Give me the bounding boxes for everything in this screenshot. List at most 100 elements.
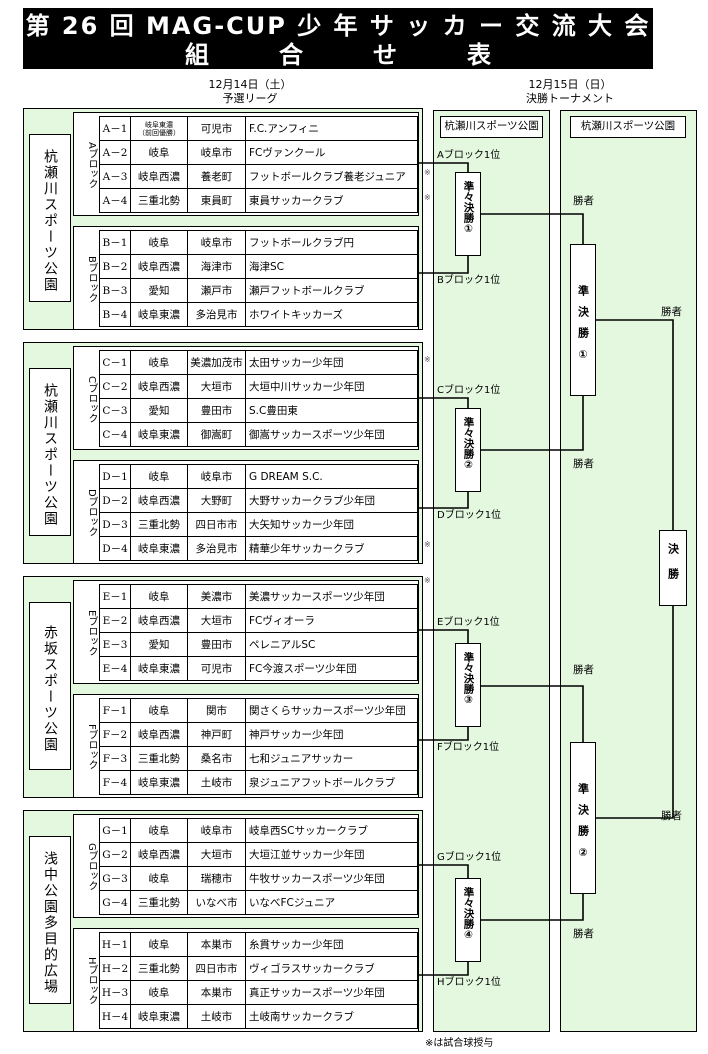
winner-label: 勝者 bbox=[573, 664, 594, 676]
winner-label: 勝者 bbox=[573, 928, 594, 940]
block-name: Cブロック bbox=[86, 375, 97, 423]
city: 関市 bbox=[187, 698, 246, 723]
block-name: Dブロック bbox=[86, 489, 97, 537]
bracket-line bbox=[418, 727, 469, 741]
prefecture: 岐阜東濃 bbox=[130, 770, 188, 795]
quarterfinal-box: 準々決勝④ bbox=[455, 878, 481, 962]
venue-label: 赤坂スポーツ公園 bbox=[29, 602, 71, 770]
day2-label: 決勝トーナメント bbox=[526, 92, 614, 105]
footnote: ※は試合球授与 bbox=[425, 1038, 494, 1049]
city: 四日市市 bbox=[187, 956, 246, 981]
prefecture: 三重北勢 bbox=[130, 956, 188, 981]
team-name: 泉ジュニアフットボールクラブ bbox=[245, 770, 418, 795]
bracket-line bbox=[481, 894, 584, 921]
block-name: Eブロック bbox=[86, 609, 97, 657]
team-name: 精華少年サッカークラブ bbox=[245, 536, 418, 561]
quarterfinal-label: 準々決勝③ bbox=[462, 652, 475, 706]
bracket-line bbox=[418, 864, 469, 878]
team-id: A－4 bbox=[99, 188, 131, 213]
prefecture: 岐阜 bbox=[130, 464, 188, 489]
quarterfinal-label: 準々決勝① bbox=[462, 181, 475, 235]
city: 大野町 bbox=[187, 488, 246, 513]
team-name: 関さくらサッカースポーツ少年団 bbox=[245, 698, 418, 723]
col1-header: 杭瀬川スポーツ公園 bbox=[440, 116, 543, 138]
col2-header: 杭瀬川スポーツ公園 bbox=[570, 116, 686, 138]
team-name: F.C.アンフィニ bbox=[245, 116, 418, 141]
bracket-line bbox=[418, 629, 469, 643]
bracket-line bbox=[418, 162, 469, 172]
team-id: B－2 bbox=[99, 254, 131, 279]
block-winner-label: Gブロック1位 bbox=[437, 852, 502, 863]
team-name: 神戸サッカー少年団 bbox=[245, 722, 418, 747]
block-winner-label: Hブロック1位 bbox=[437, 977, 501, 988]
city: 岐阜市 bbox=[187, 140, 246, 165]
title-line1: 第 26 回 MAG-CUP 少 年 サ ッ カ ー 交 流 大 会 bbox=[25, 12, 651, 40]
city: 御嵩町 bbox=[187, 422, 246, 447]
block-name: Gブロック bbox=[86, 843, 97, 891]
city: 多治見市 bbox=[187, 536, 246, 561]
team-id: F－1 bbox=[99, 698, 131, 723]
day2-date: 12月15日（日） bbox=[528, 78, 612, 91]
winner-label: 勝者 bbox=[573, 195, 594, 207]
day1-label: 予選リーグ bbox=[222, 92, 278, 105]
quarterfinal-box: 準々決勝① bbox=[455, 172, 481, 256]
prefecture: 岐阜 bbox=[130, 818, 188, 843]
team-name: 七和ジュニアサッカー bbox=[245, 746, 418, 771]
team-id: H－1 bbox=[99, 932, 131, 957]
final-box: 決勝 bbox=[659, 530, 687, 606]
prefecture: 岐阜東濃 bbox=[130, 656, 188, 681]
prefecture: 岐阜西濃 bbox=[130, 842, 188, 867]
city: 可児市 bbox=[187, 656, 246, 681]
prefecture-value: 岐阜東濃 bbox=[145, 120, 173, 129]
ball-marker: ※ bbox=[424, 355, 431, 364]
block-name: Bブロック bbox=[86, 255, 97, 303]
block-winner-label: Fブロック1位 bbox=[437, 742, 500, 753]
team-name: FC今渡スポーツ少年団 bbox=[245, 656, 418, 681]
team-id: H－3 bbox=[99, 980, 131, 1005]
ball-marker: ※ bbox=[424, 540, 431, 549]
day2-header: 12月15日（日） 決勝トーナメント bbox=[490, 78, 650, 106]
team-id: H－4 bbox=[99, 1004, 131, 1029]
team-name: フットボールクラブ円 bbox=[245, 230, 418, 255]
day1-header: 12月14日（土） 予選リーグ bbox=[170, 78, 330, 106]
block-name: Hブロック bbox=[86, 957, 97, 1005]
team-name: ヴィゴラスサッカークラブ bbox=[245, 956, 418, 981]
block-winner-label: Eブロック1位 bbox=[437, 617, 500, 628]
tournament-col1 bbox=[433, 110, 550, 1032]
team-id: F－4 bbox=[99, 770, 131, 795]
prefecture: 岐阜西濃 bbox=[130, 722, 188, 747]
venue-label: 杭瀬川スポーツ公園 bbox=[29, 368, 71, 536]
ball-marker: ※ bbox=[424, 193, 431, 202]
city: 神戸町 bbox=[187, 722, 246, 747]
prefecture: 愛知 bbox=[130, 278, 188, 303]
block-winner-label: Dブロック1位 bbox=[437, 510, 502, 521]
city: 大垣市 bbox=[187, 842, 246, 867]
city: 東員町 bbox=[187, 188, 246, 213]
team-id: E－3 bbox=[99, 632, 131, 657]
city: 海津市 bbox=[187, 254, 246, 279]
bracket-line bbox=[481, 213, 584, 244]
team-name: 御嵩サッカースポーツ少年団 bbox=[245, 422, 418, 447]
prefecture: 岐阜 bbox=[130, 230, 188, 255]
